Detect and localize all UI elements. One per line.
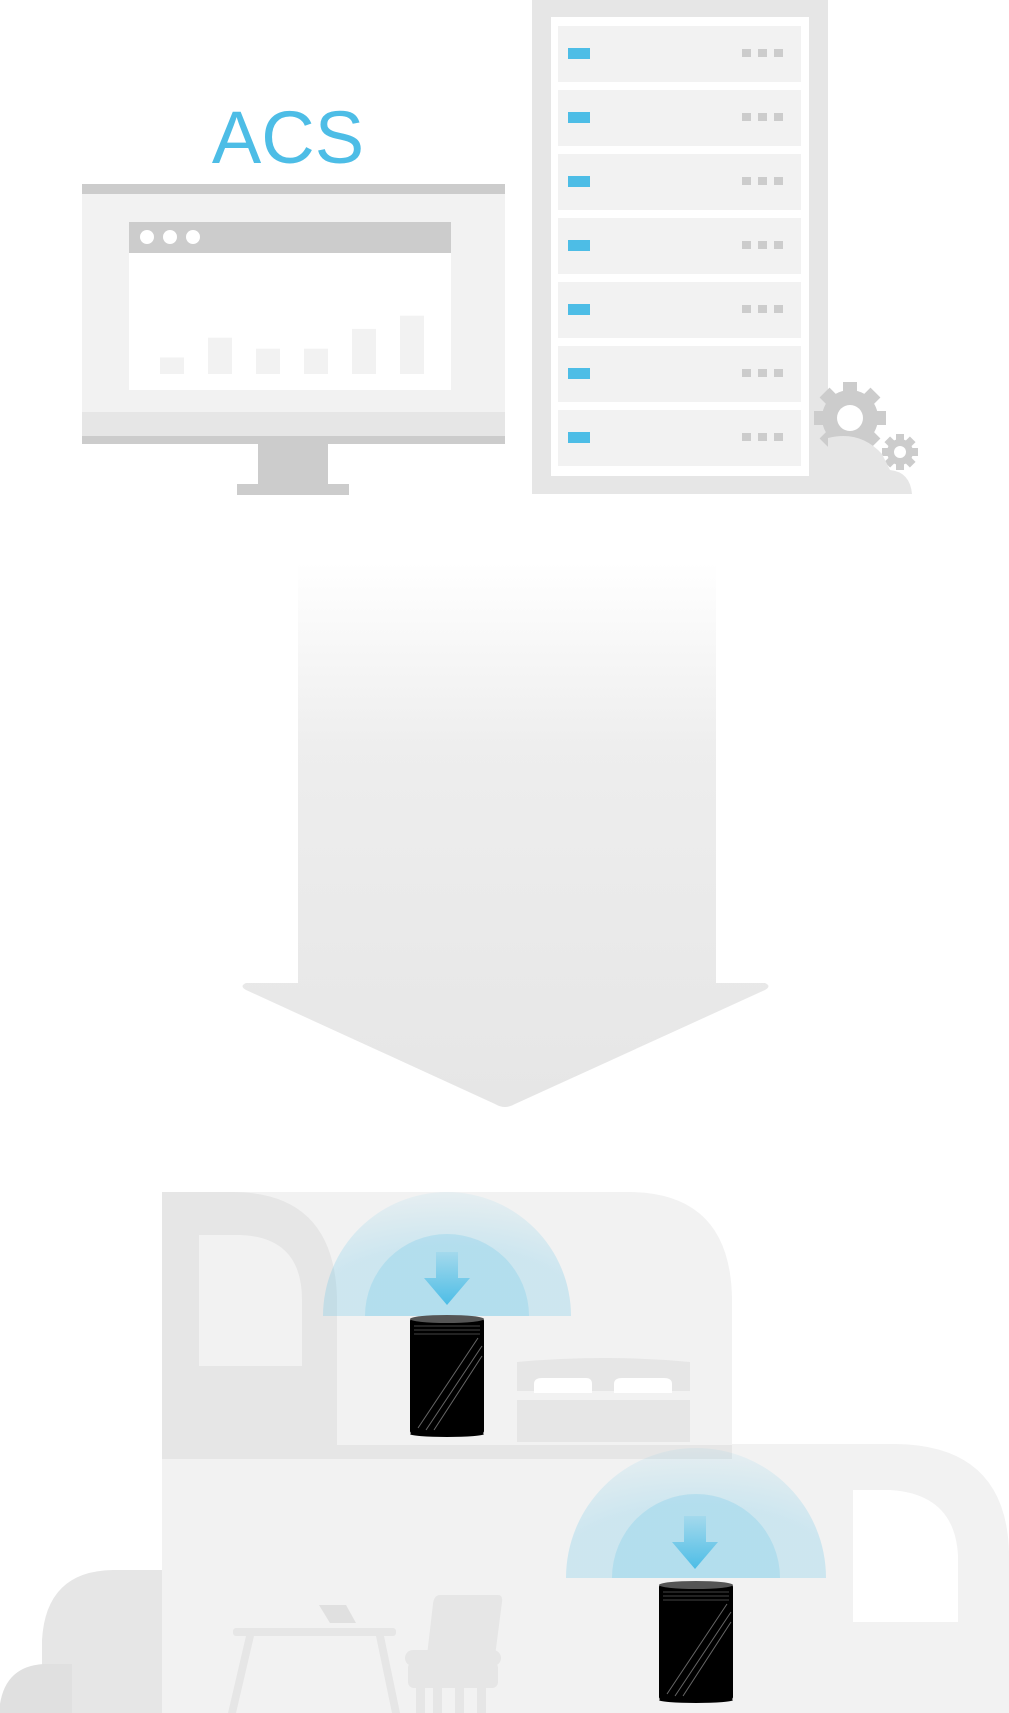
window-dot-icon — [140, 230, 154, 244]
arched-window — [199, 1235, 302, 1366]
status-led-icon — [568, 368, 590, 379]
bed-icon — [509, 1358, 697, 1442]
indicator-dot-icon — [774, 433, 783, 441]
mini-bar — [304, 348, 328, 374]
server-slot — [558, 218, 801, 274]
indicator-dot-icon — [742, 241, 751, 249]
browser-window — [129, 222, 451, 390]
status-led-icon — [568, 176, 590, 187]
indicator-dot-icon — [758, 241, 767, 249]
cloud-icon — [828, 436, 912, 494]
chair-icon — [405, 1595, 503, 1713]
desk-icon — [228, 1605, 400, 1713]
status-led-icon — [568, 112, 590, 123]
signal-wave-icon — [566, 1448, 826, 1578]
mesh-device-icon — [659, 1581, 733, 1703]
server-slot — [558, 346, 801, 402]
mini-bar — [256, 348, 280, 374]
mini-bar — [352, 328, 376, 374]
acs-monitor: ACS — [82, 96, 505, 495]
indicator-dot-icon — [758, 305, 767, 313]
indicator-dot-icon — [774, 49, 783, 57]
server-rack — [532, 0, 828, 494]
server-slot — [558, 282, 801, 338]
indicator-dot-icon — [774, 113, 783, 121]
status-led-icon — [568, 48, 590, 59]
mini-bar — [160, 357, 184, 374]
arched-window — [853, 1490, 958, 1622]
server-slot — [558, 90, 801, 146]
down-arrow-icon — [242, 562, 769, 1107]
window-dot-icon — [186, 230, 200, 244]
down-arrow-icon — [672, 1516, 718, 1569]
indicator-dot-icon — [742, 433, 751, 441]
indicator-dot-icon — [758, 49, 767, 57]
status-led-icon — [568, 304, 590, 315]
indicator-dot-icon — [774, 305, 783, 313]
indicator-dot-icon — [758, 113, 767, 121]
mesh-device-icon — [410, 1315, 484, 1437]
mesh-device-upper — [323, 1192, 571, 1437]
indicator-dot-icon — [742, 49, 751, 57]
server-slot — [558, 154, 801, 210]
mesh-device-lower — [566, 1448, 826, 1703]
indicator-dot-icon — [758, 369, 767, 377]
server-slot — [558, 26, 801, 82]
down-arrow-icon — [424, 1252, 470, 1305]
indicator-dot-icon — [742, 305, 751, 313]
mini-bar-chart — [160, 315, 424, 374]
server-slot — [558, 410, 801, 466]
mini-bar — [400, 315, 424, 374]
indicator-dot-icon — [774, 177, 783, 185]
indicator-dot-icon — [742, 369, 751, 377]
indicator-dot-icon — [758, 433, 767, 441]
status-led-icon — [568, 240, 590, 251]
indicator-dot-icon — [774, 369, 783, 377]
status-led-icon — [568, 432, 590, 443]
acs-title: ACS — [212, 96, 364, 179]
mini-bar — [208, 337, 232, 374]
window-dot-icon — [163, 230, 177, 244]
indicator-dot-icon — [774, 241, 783, 249]
indicator-dot-icon — [742, 177, 751, 185]
indicator-dot-icon — [758, 177, 767, 185]
indicator-dot-icon — [742, 113, 751, 121]
